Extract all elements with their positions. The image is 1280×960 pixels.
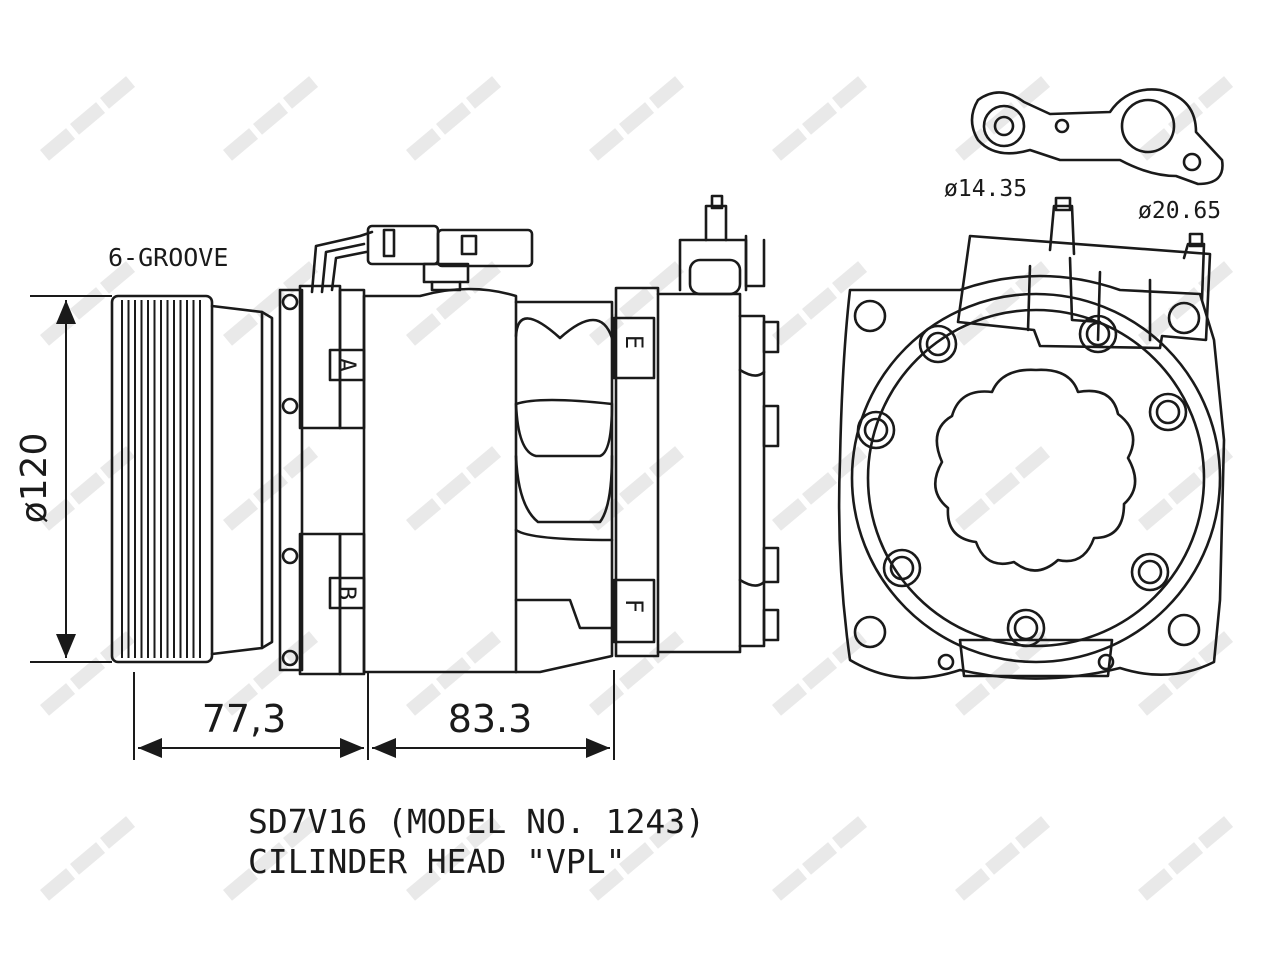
electrical-connector xyxy=(310,224,534,294)
watermark-tile xyxy=(589,261,685,346)
marking-a: A xyxy=(333,358,361,373)
watermark-tile xyxy=(223,76,319,161)
length-label-1: 77,3 xyxy=(202,697,287,741)
watermark-tile xyxy=(955,816,1051,901)
watermark-tile xyxy=(406,446,502,531)
watermark-tile xyxy=(772,261,868,346)
port-small-label: ø14.35 xyxy=(944,176,1027,202)
watermark-tile xyxy=(406,816,502,901)
dimension-lines xyxy=(30,295,615,760)
watermark-tile xyxy=(772,76,868,161)
watermark-tile xyxy=(406,76,502,161)
head-label: CILINDER HEAD "VPL" xyxy=(248,842,626,881)
grooves-label: 6-GROOVE xyxy=(108,243,228,272)
watermark-tile xyxy=(589,76,685,161)
watermark-tile xyxy=(1138,816,1234,901)
port-large-label: ø20.65 xyxy=(1138,198,1221,224)
watermark-tile xyxy=(223,446,319,531)
watermark-tile xyxy=(589,631,685,716)
diameter-label: ø120 xyxy=(14,433,55,524)
rear-head: E F xyxy=(612,194,780,658)
marking-b: B xyxy=(333,586,361,600)
watermark-tile xyxy=(40,816,136,901)
model-label: SD7V16 (MODEL NO. 1243) xyxy=(248,802,705,841)
front-view xyxy=(837,196,1226,680)
watermark-tile xyxy=(772,816,868,901)
watermark-tile xyxy=(223,261,319,346)
watermark-tile xyxy=(40,631,136,716)
marking-f: F xyxy=(620,599,648,613)
watermark-pattern xyxy=(40,76,1234,901)
watermark-tile xyxy=(772,631,868,716)
watermark-tile xyxy=(40,76,136,161)
watermark-tile xyxy=(589,816,685,901)
compressor-body xyxy=(362,287,614,674)
watermark-tile xyxy=(955,446,1051,531)
watermark-tile xyxy=(406,261,502,346)
watermark-tile xyxy=(40,261,136,346)
watermark-tile xyxy=(223,816,319,901)
pulley xyxy=(110,294,274,664)
mounting-bolts xyxy=(856,314,1188,648)
port-gasket xyxy=(970,88,1224,186)
front-head: A B xyxy=(278,284,366,676)
length-label-2: 83.3 xyxy=(448,697,533,741)
watermark-tile xyxy=(406,631,502,716)
marking-e: E xyxy=(620,335,648,349)
